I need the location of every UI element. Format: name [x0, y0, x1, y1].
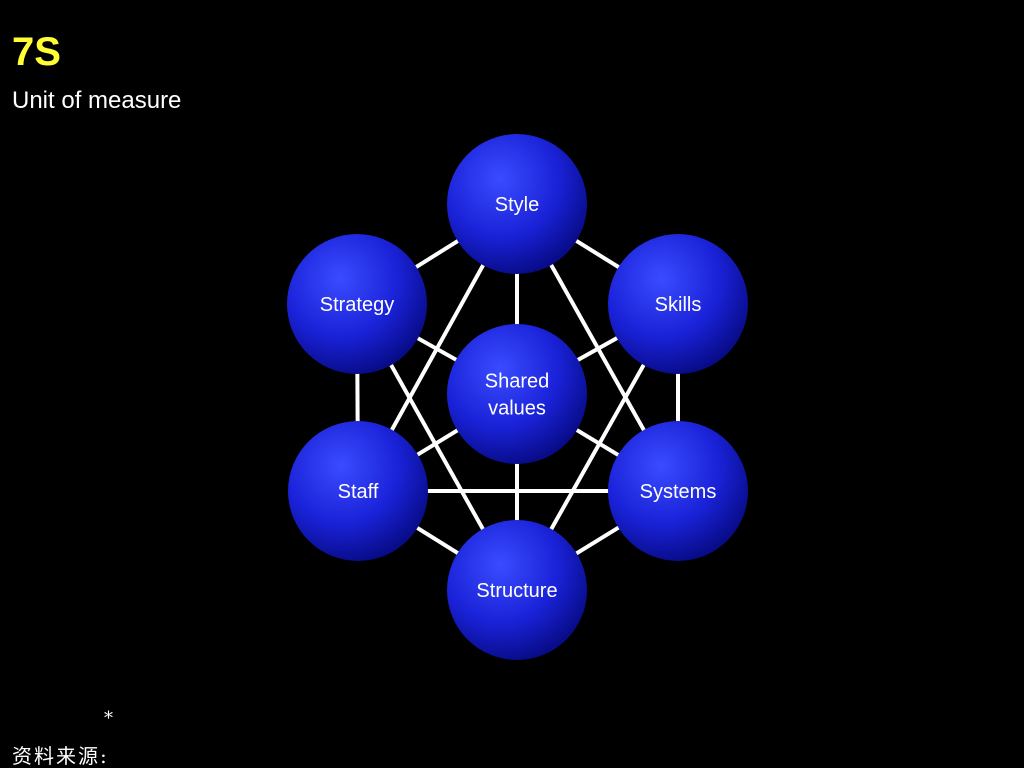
node-circle-systems	[608, 421, 748, 561]
node-label-shared-values: values	[488, 398, 546, 420]
node-skills: Skills	[608, 234, 748, 374]
node-style: Style	[447, 134, 587, 274]
node-circle-style	[447, 134, 587, 274]
node-label-systems: Systems	[640, 481, 717, 503]
source-label: 资料来源:	[12, 744, 109, 768]
node-label-strategy: Strategy	[320, 294, 394, 316]
node-label-skills: Skills	[655, 294, 702, 316]
node-label-shared-values: Shared	[485, 371, 550, 393]
node-label-structure: Structure	[476, 580, 557, 602]
slide-subtitle: Unit of measure	[12, 87, 182, 114]
node-circle-skills	[608, 234, 748, 374]
footnote-mark: *	[104, 708, 113, 729]
node-label-style: Style	[495, 194, 539, 216]
node-circle-strategy	[287, 234, 427, 374]
node-circle-structure	[447, 520, 587, 660]
node-structure: Structure	[447, 520, 587, 660]
node-staff: Staff	[288, 421, 428, 561]
node-systems: Systems	[608, 421, 748, 561]
node-strategy: Strategy	[287, 234, 427, 374]
node-circle-staff	[288, 421, 428, 561]
slide-title: 7S	[12, 30, 61, 74]
node-label-staff: Staff	[338, 481, 379, 503]
node-circle-shared-values	[447, 324, 587, 464]
node-shared-values: Shared values	[447, 324, 587, 464]
